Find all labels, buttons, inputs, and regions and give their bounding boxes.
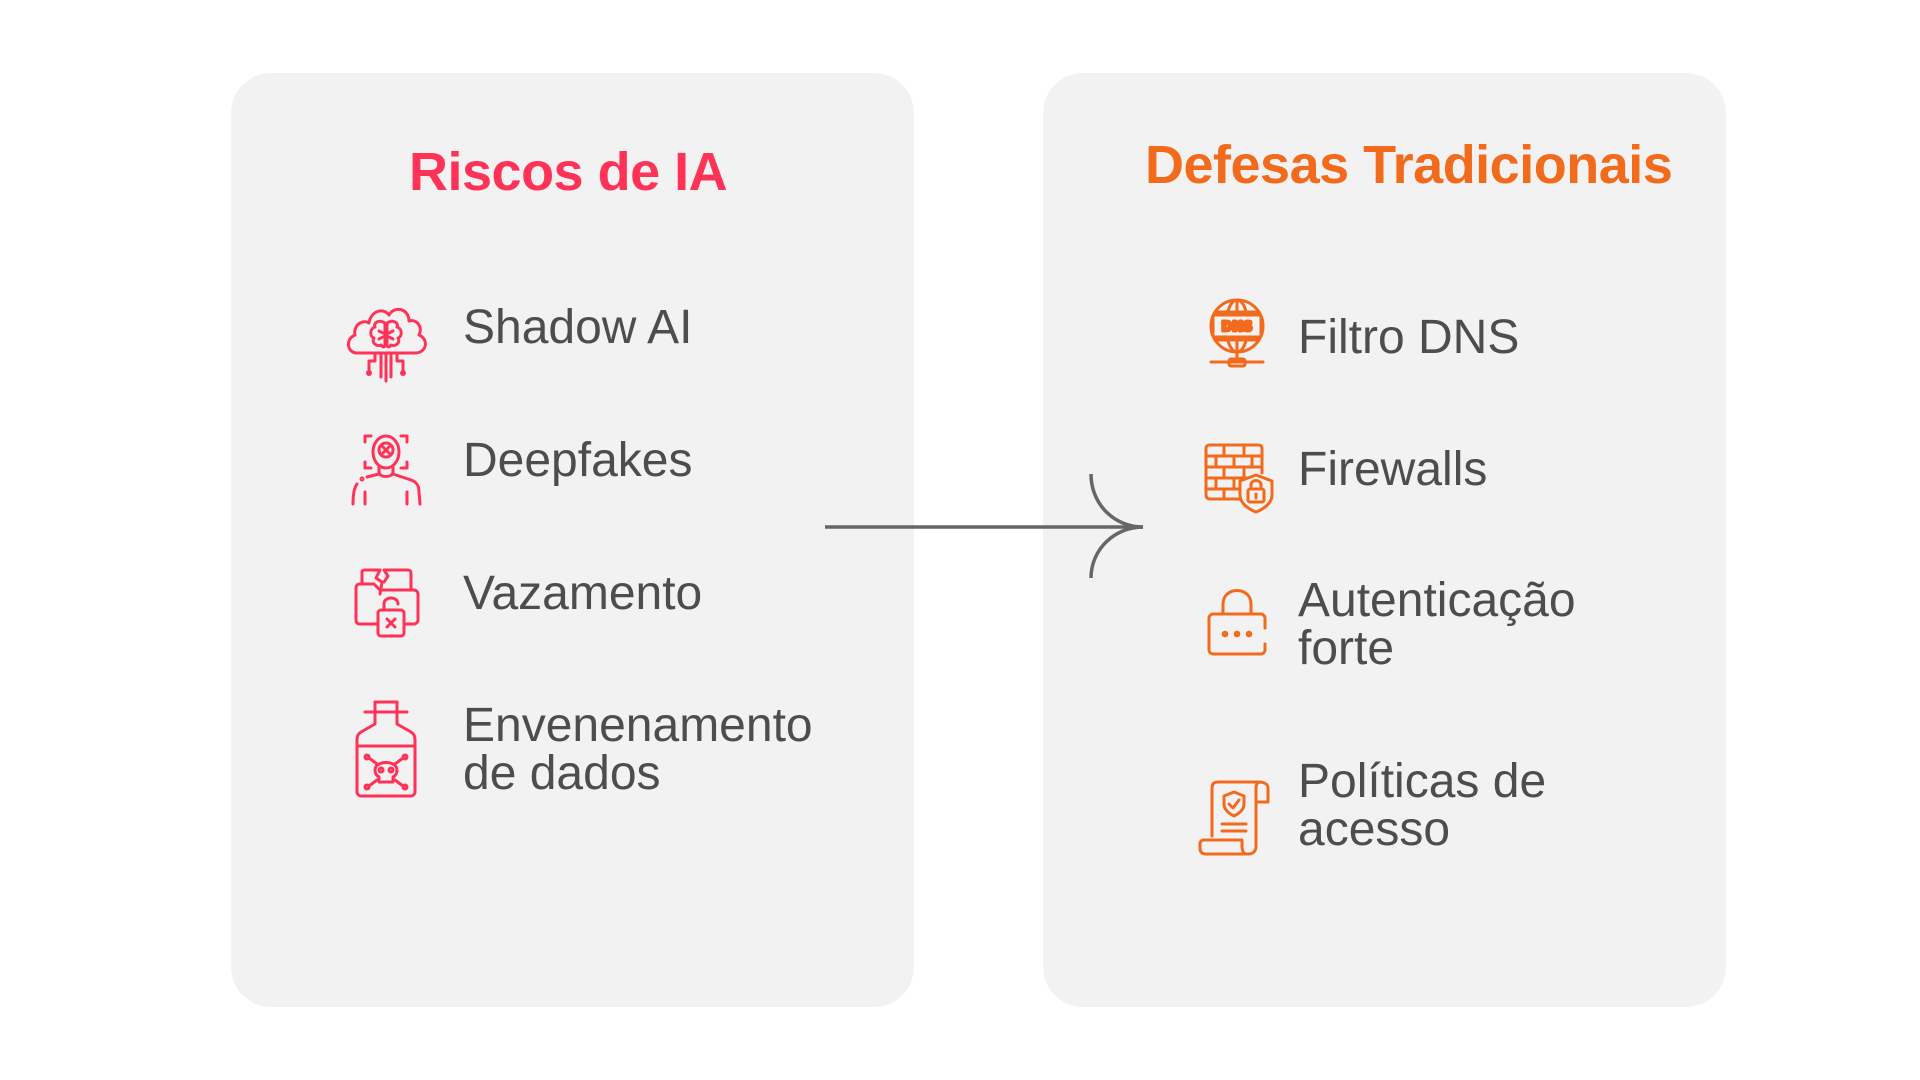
dns-globe-icon: DNS [1207, 298, 1267, 370]
risk-label: Vazamento [463, 567, 703, 620]
firewall-icon [1204, 443, 1274, 514]
defense-label: Filtro DNS [1298, 311, 1520, 364]
brain-cloud-icon [343, 297, 429, 383]
folder-lock-icon [354, 568, 420, 638]
poison-bottle-icon [355, 700, 417, 798]
defense-label: Políticas de acesso [1298, 755, 1547, 856]
risks-card [231, 73, 914, 1007]
defense-label: Firewalls [1298, 443, 1488, 496]
defenses-title: Defesas Tradicionais [1145, 135, 1673, 195]
risk-label: Shadow AI [463, 301, 693, 354]
risks-title: Riscos de IA [409, 142, 728, 202]
defense-label: Autenticação forte [1298, 574, 1576, 675]
arrow-head [1089, 473, 1144, 579]
policy-document-icon [1198, 780, 1272, 856]
risk-label: Deepfakes [463, 434, 693, 487]
password-lock-icon [1207, 588, 1267, 656]
defenses-card [1043, 73, 1726, 1007]
svg-text:DNS: DNS [1221, 320, 1252, 335]
deepfake-person-icon [349, 432, 423, 506]
risk-label: Envenenamento de dados [463, 699, 813, 800]
